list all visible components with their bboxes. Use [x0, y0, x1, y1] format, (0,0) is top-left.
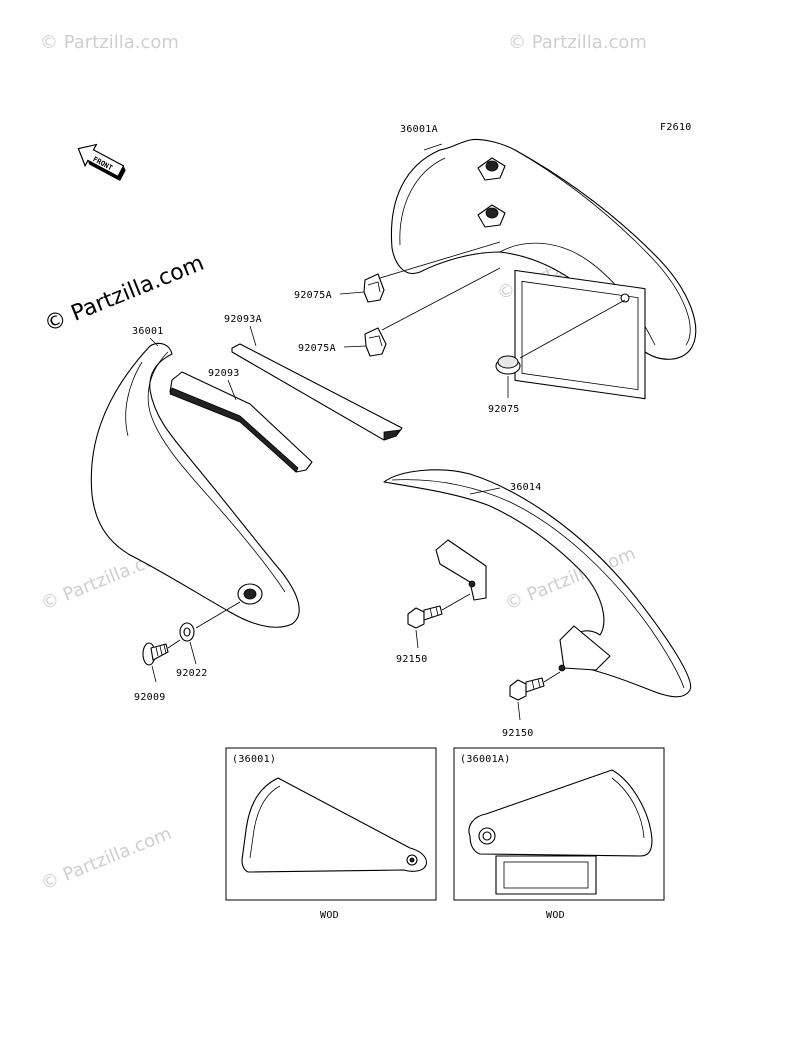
label-36014: 36014	[510, 482, 542, 493]
label-92075: 92075	[488, 404, 520, 415]
part-92022-washer	[179, 622, 195, 642]
front-arrow-icon: FRONT	[77, 143, 126, 181]
label-92150-2: 92150	[502, 728, 534, 739]
part-36014-chain-guard	[383, 469, 692, 698]
label-92093a: 92093A	[224, 314, 262, 325]
part-92075a-clip-2	[364, 327, 387, 357]
inset-36001a-caption: WOD	[546, 910, 565, 921]
watermark-large: © Partzilla.com	[41, 251, 208, 338]
part-92150-bolt-2	[509, 677, 545, 701]
inset-36001a: (36001A) WOD	[453, 747, 665, 921]
label-92022: 92022	[176, 668, 208, 679]
watermark-bottom-left: © Partzilla.com	[38, 823, 175, 895]
label-92009: 92009	[134, 692, 166, 703]
part-92093a-strip	[231, 343, 403, 441]
inset-36001a-header: (36001A)	[460, 754, 511, 765]
watermark-top-left: © Partzilla.com	[40, 32, 179, 53]
label-92150-1: 92150	[396, 654, 428, 665]
inset-36001-header: (36001)	[232, 754, 276, 765]
inset-36001: (36001) WOD	[225, 747, 437, 921]
inset-36001-caption: WOD	[320, 910, 339, 921]
part-92093-strip	[169, 371, 313, 473]
watermark-top-right: © Partzilla.com	[508, 32, 647, 53]
label-92075a-1: 92075A	[294, 290, 332, 301]
leader-36001a	[423, 143, 443, 151]
part-36001-side-cover	[90, 342, 300, 628]
part-92075a-clip-1	[363, 273, 385, 303]
part-92150-bolt-1	[407, 605, 443, 629]
label-92093: 92093	[208, 368, 240, 379]
label-36001: 36001	[132, 326, 164, 337]
label-36001a: 36001A	[400, 124, 438, 135]
part-92075-grommet	[495, 355, 521, 375]
figure-code: F2610	[660, 122, 692, 133]
label-92075a-2: 92075A	[298, 343, 336, 354]
part-92009-screw	[142, 642, 169, 666]
part-36001a-cover	[390, 138, 697, 400]
